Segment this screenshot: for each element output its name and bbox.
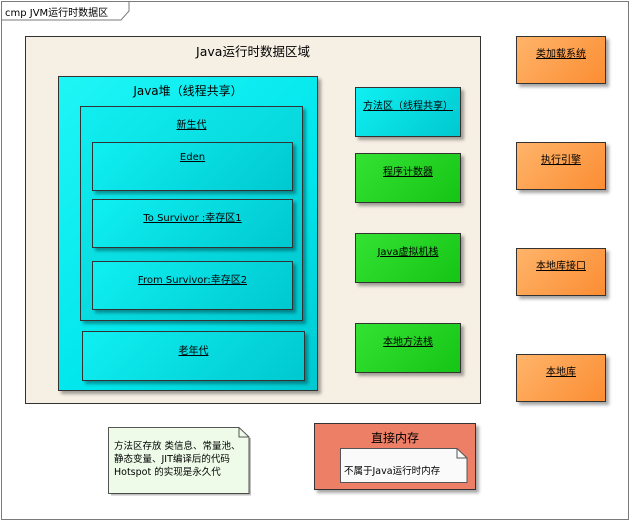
class-loader-label: 类加载系统 xyxy=(536,49,586,60)
runtime-data-area-title: Java运行时数据区域 xyxy=(196,44,310,59)
execution-engine[interactable]: 执行引擎 xyxy=(516,142,606,190)
eden-label: Eden xyxy=(179,152,206,163)
young-generation-title: 新生代 xyxy=(176,120,207,131)
note-line-1: 方法区存放 类信息、常量池、 xyxy=(114,441,241,452)
program-counter-label: 程序计数器 xyxy=(383,167,433,178)
native-method-stack-label: 本地方法栈 xyxy=(383,337,433,348)
to-survivor-space[interactable]: To Survivor :幸存区1 xyxy=(92,199,293,248)
note-line-3: Hotspot 的实现是永久代 xyxy=(114,467,221,478)
native-library-interface[interactable]: 本地库接口 xyxy=(516,248,606,296)
method-area-note[interactable]: 方法区存放 类信息、常量池、 静态变量、JIT编译后的代码 Hotspot 的实… xyxy=(108,427,253,497)
method-area[interactable]: 方法区（线程共享） xyxy=(355,87,461,137)
java-vm-stack[interactable]: Java虚拟机栈 xyxy=(355,233,461,283)
direct-memory-note-text: 不属于Java运行时内存 xyxy=(344,466,441,477)
to-survivor-label: To Survivor :幸存区1 xyxy=(143,213,242,224)
native-library[interactable]: 本地库 xyxy=(516,354,606,402)
direct-memory-title: 直接内存 xyxy=(370,431,419,445)
method-area-note-text: 方法区存放 类信息、常量池、 静态变量、JIT编译后的代码 Hotspot 的实… xyxy=(114,440,241,479)
execution-engine-label: 执行引擎 xyxy=(541,155,581,166)
class-loader-subsystem[interactable]: 类加载系统 xyxy=(516,36,606,84)
native-method-stack[interactable]: 本地方法栈 xyxy=(355,323,461,373)
direct-memory[interactable]: 直接内存 不属于Java运行时内存 xyxy=(314,423,476,490)
method-area-label: 方法区（线程共享） xyxy=(363,101,453,112)
old-generation[interactable]: 老年代 xyxy=(82,331,305,381)
java-vm-stack-label: Java虚拟机栈 xyxy=(377,247,439,258)
note-line-2: 静态变量、JIT编译后的代码 xyxy=(114,454,230,465)
from-survivor-label: From Survivor:幸存区2 xyxy=(137,275,248,286)
java-heap-title: Java堆（线程共享） xyxy=(133,84,243,98)
old-generation-label: 老年代 xyxy=(178,346,209,357)
from-survivor-space[interactable]: From Survivor:幸存区2 xyxy=(92,261,293,310)
native-library-interface-label: 本地库接口 xyxy=(536,261,586,272)
native-library-label: 本地库 xyxy=(546,367,576,378)
direct-memory-note[interactable]: 不属于Java运行时内存 xyxy=(340,448,470,484)
frame-title: cmp JVM运行时数据区 xyxy=(5,8,109,19)
program-counter[interactable]: 程序计数器 xyxy=(355,153,461,203)
eden-space[interactable]: Eden xyxy=(92,142,293,191)
